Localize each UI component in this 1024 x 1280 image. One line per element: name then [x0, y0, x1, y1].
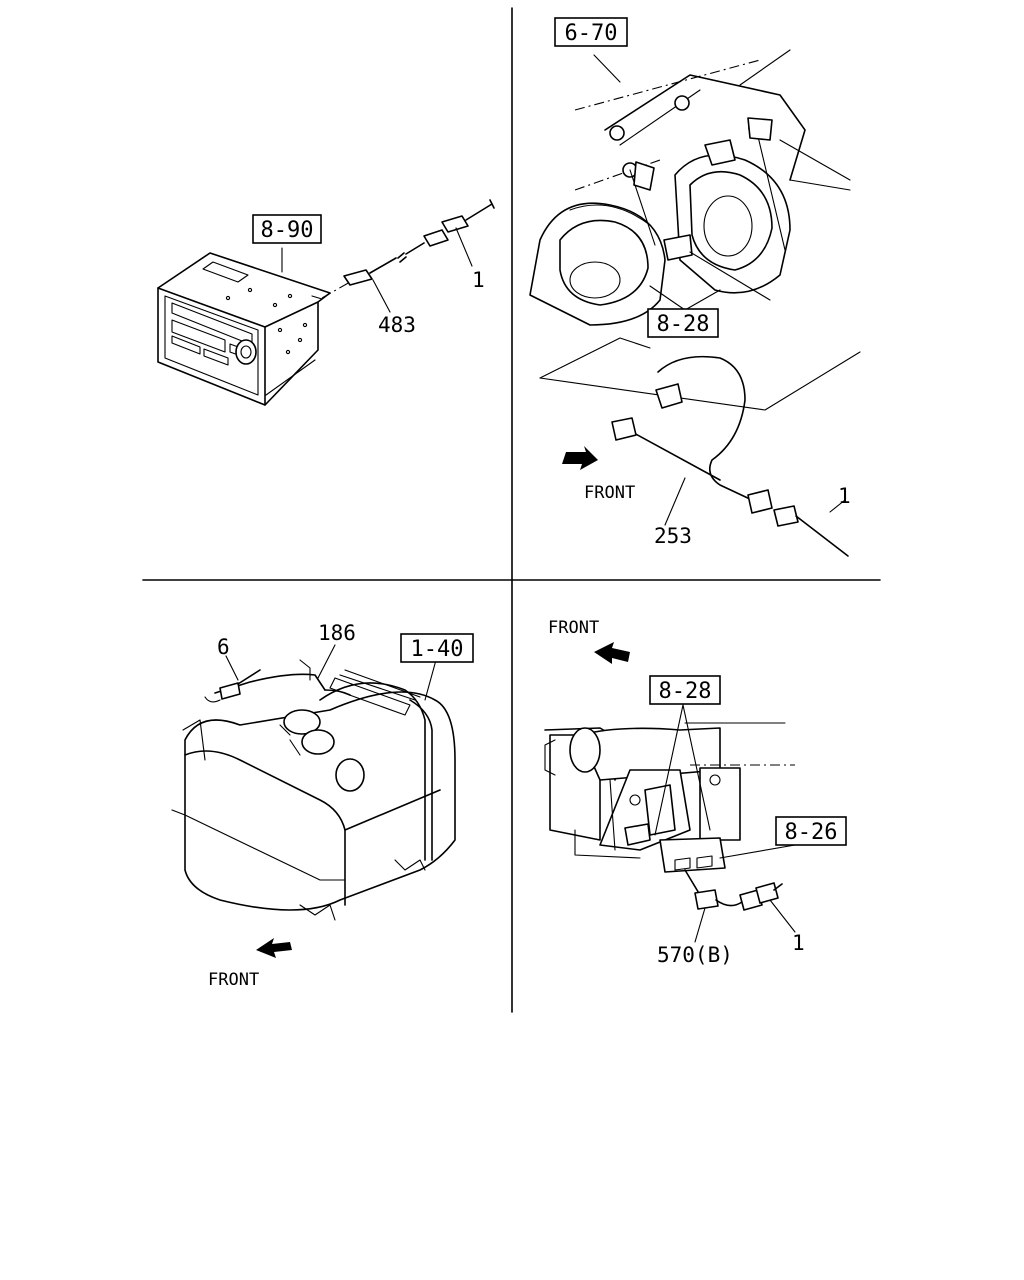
horn-harness-253 — [539, 337, 861, 557]
front-arrow-top-right — [562, 446, 598, 470]
ref-box-8-26: 8-26 — [775, 816, 847, 846]
bracket-harness-570b — [684, 869, 783, 911]
callout-1-horn: 1 — [838, 484, 851, 508]
horn-leader-lines — [593, 54, 846, 526]
front-arrow-bottom-left — [256, 938, 292, 958]
svg-text:6-70: 6-70 — [565, 21, 618, 46]
horn-bolts — [609, 95, 786, 301]
ref-box-8-90: 8-90 — [252, 214, 322, 244]
front-label-top-right: FRONT — [584, 483, 635, 503]
radio-unit-drawing — [157, 252, 331, 406]
horn-frame-drawing — [574, 49, 851, 191]
callout-6: 6 — [217, 635, 230, 659]
front-arrow-bottom-right — [594, 642, 630, 664]
callout-483: 483 — [378, 313, 416, 337]
fuel-leader-lines — [225, 644, 437, 701]
radio-harness-483 — [321, 199, 495, 299]
horn-quadrant: 6-70 8-28 FRONT 253 1 — [529, 17, 861, 557]
callout-253: 253 — [654, 524, 692, 548]
svg-text:8-28: 8-28 — [659, 679, 712, 704]
callout-186: 186 — [318, 621, 356, 645]
bracket-drawing — [544, 722, 795, 873]
callout-1-radio: 1 — [472, 268, 485, 292]
horn-left-drawing — [529, 202, 666, 326]
ref-box-6-70: 6-70 — [554, 17, 628, 47]
ref-box-8-28-bracket: 8-28 — [649, 675, 721, 705]
svg-text:8-28: 8-28 — [657, 312, 710, 337]
radio-quadrant: 8-90 483 1 — [157, 199, 495, 406]
bracket-leader-lines — [654, 704, 796, 943]
ref-box-1-40: 1-40 — [400, 633, 474, 663]
quadrant-dividers — [142, 7, 881, 1013]
fuel-tank-quadrant: 1-40 FRONT 6 186 — [171, 621, 474, 990]
fuel-vent-hose-186 — [204, 669, 421, 716]
front-label-bottom-left: FRONT — [208, 970, 259, 990]
ref-box-8-28-horn: 8-28 — [647, 308, 719, 338]
callout-1-bracket: 1 — [792, 931, 805, 955]
svg-text:8-26: 8-26 — [785, 820, 838, 845]
fuel-tank-drawing — [171, 659, 456, 921]
callout-570b: 570(B) — [657, 943, 733, 967]
bracket-quadrant: 8-28 8-26 FRONT 570(B) 1 — [544, 618, 847, 967]
radio-leader-lines — [281, 227, 473, 313]
svg-text:1-40: 1-40 — [411, 637, 464, 662]
svg-text:8-90: 8-90 — [261, 218, 314, 243]
front-label-bottom-right: FRONT — [548, 618, 599, 638]
horn-right-drawing — [674, 139, 791, 294]
